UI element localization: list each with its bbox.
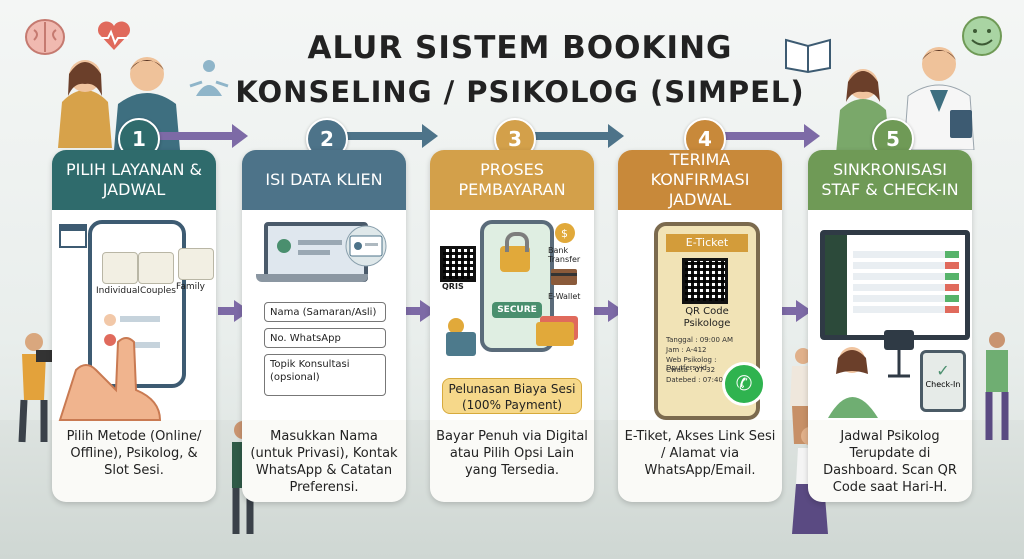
whatsapp-field[interactable]: No. WhatsApp xyxy=(264,328,386,348)
option-couples-label: Couples xyxy=(140,286,176,296)
topic-field[interactable]: Topik Konsultasi (opsional) xyxy=(264,354,386,396)
option-family[interactable] xyxy=(178,248,214,280)
step-1-card: PILIH LAYANAN & JADWAL Individual Couple… xyxy=(52,150,216,502)
step-1-title: PILIH LAYANAN & JADWAL xyxy=(52,150,216,210)
step-1-description: Pilih Metode (Online/ Offline), Psikolog… xyxy=(66,429,202,478)
dashboard-row xyxy=(853,306,959,313)
step-5-title: SINKRONISASI STAF & CHECK-IN xyxy=(808,150,972,210)
ticket-line: Datebed : 07:40 xyxy=(666,376,723,384)
step-4-description: E-Tiket, Akses Link Sesi / Alamat via Wh… xyxy=(624,429,776,478)
smiley-icon xyxy=(962,16,1002,56)
option-individual-label: Individual xyxy=(96,286,140,296)
flow-arrow-3 xyxy=(532,124,624,148)
coin-icon: $ xyxy=(555,223,575,243)
step-5-card: SINKRONISASI STAF & CHECK-IN ✓ Check-In … xyxy=(808,150,972,502)
step-1-illustration: Individual Couples Family xyxy=(52,210,216,421)
option-family-label: Family xyxy=(176,282,205,292)
dashboard-row xyxy=(853,262,959,269)
ticket-line: Tanggal : 09:00 AM xyxy=(666,336,733,344)
step-3-card: PROSES PEMBAYARAN QRIS SECURE $ Bank Tra… xyxy=(430,150,594,502)
ticket-line: Web Psikolog : Dputfersyid xyxy=(666,356,717,372)
ticket-line: Jam : A-412 xyxy=(666,346,707,354)
calendar-icon xyxy=(59,224,87,248)
step-3-illustration: QRIS SECURE $ Bank Transfer E-Wallet Pel… xyxy=(430,210,594,420)
hand-icon xyxy=(58,337,162,421)
man-tablet-illustration xyxy=(985,332,1009,440)
title-line-1: ALUR SISTEM BOOKING xyxy=(307,30,733,66)
step-2-card: ISI DATA KLIEN Nama (Samaran/Asli) No. W… xyxy=(242,150,406,502)
whatsapp-icon: ✆ xyxy=(722,362,766,406)
dashboard-monitor xyxy=(820,230,970,340)
bank-transfer-label: Bank Transfer xyxy=(548,246,581,264)
photographer-illustration xyxy=(18,333,52,443)
laptop-base xyxy=(256,274,368,282)
staff-illustration xyxy=(828,347,878,418)
phone-mockup: Individual Couples xyxy=(88,220,186,388)
step-2-description: Masukkan Nama (untuk Privasi), Kontak Wh… xyxy=(250,429,398,495)
name-field[interactable]: Nama (Samaran/Asli) xyxy=(264,302,386,322)
step-2-illustration: Nama (Samaran/Asli) No. WhatsApp Topik K… xyxy=(242,210,406,420)
brain-icon xyxy=(25,19,65,55)
check-icon: ✓ xyxy=(936,361,950,380)
step-5-description: Jadwal Psikolog Terupdate di Dashboard. … xyxy=(823,429,957,495)
wallet-icon xyxy=(446,318,476,356)
ticket-line: Cwata : 07-32 xyxy=(666,366,716,374)
lock-icon xyxy=(500,232,530,272)
credit-card-icon xyxy=(536,316,578,346)
option-couples[interactable] xyxy=(138,252,174,284)
title-line-2: KONSELING / PSIKOLOG (SIMPEL) xyxy=(235,75,805,109)
step-4-title: TERIMA KONFIRMASI JADWAL xyxy=(618,150,782,210)
flow-arrow-4 xyxy=(722,124,820,148)
ewallet-label: E-Wallet xyxy=(548,292,581,301)
full-payment-pill: Pelunasan Biaya Sesi (100% Payment) xyxy=(442,378,582,414)
id-card-icon xyxy=(345,225,387,267)
qris-label: QRIS xyxy=(442,282,464,291)
flow-arrow-2 xyxy=(346,124,438,148)
qris-qr-icon xyxy=(440,246,476,282)
page-title: ALUR SISTEM BOOKING KONSELING / PSIKOLOG… xyxy=(220,26,820,114)
flow-arrow-1 xyxy=(156,124,248,148)
checkin-tablet: ✓ Check-In xyxy=(920,350,966,412)
dashboard-row xyxy=(853,295,959,302)
qr-code-label: QR Code Psikologe xyxy=(683,306,731,329)
woman-illustration xyxy=(58,60,112,148)
heart-icon xyxy=(98,21,130,50)
step-5-illustration: ✓ Check-In xyxy=(808,210,972,420)
secure-badge: SECURE xyxy=(492,302,542,318)
dashboard-row xyxy=(853,284,959,291)
book-icon xyxy=(785,38,831,74)
dashboard-row xyxy=(853,273,959,280)
bank-card-icon xyxy=(551,269,577,285)
dashboard-row xyxy=(853,251,959,258)
dashboard-sidebar xyxy=(825,235,847,335)
qr-scanner-icon xyxy=(884,330,914,378)
list-icon xyxy=(104,314,160,348)
doctor-illustration xyxy=(903,47,975,150)
step-3-title: PROSES PEMBAYARAN xyxy=(430,150,594,210)
meditation-icon xyxy=(189,60,229,96)
ticket-qr-icon xyxy=(682,258,728,304)
checkin-label: Check-In xyxy=(925,380,961,389)
user-profile-icon xyxy=(277,239,342,255)
step-3-description: Bayar Penuh via Digital atau Pilih Opsi … xyxy=(436,429,588,478)
eticket-header: E-Ticket xyxy=(666,234,748,252)
step-4-card: TERIMA KONFIRMASI JADWAL E-Ticket QR Cod… xyxy=(618,150,782,502)
svg-text:$: $ xyxy=(561,227,568,240)
option-individual[interactable] xyxy=(102,252,138,284)
step-2-title: ISI DATA KLIEN xyxy=(242,150,406,210)
step-4-illustration: E-Ticket QR Code Psikologe Tanggal : 09:… xyxy=(618,210,782,420)
